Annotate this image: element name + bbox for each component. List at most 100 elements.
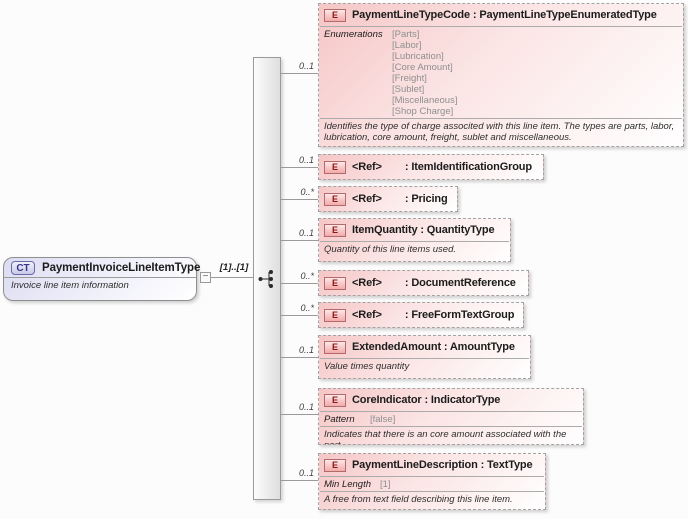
element-type: FreeFormTextGroup [411, 309, 515, 321]
element-name: <Ref> [352, 193, 382, 205]
element-title: ItemQuantity : QuantityType [352, 224, 495, 236]
colon: : [404, 277, 409, 289]
connector-line [281, 357, 318, 358]
element-box-pricing[interactable]: E <Ref> : Pricing + [318, 186, 458, 212]
element-header: E <Ref> : FreeFormTextGroup [319, 303, 523, 327]
complex-type-box[interactable]: CT PaymentInvoiceLineItemType Invoice li… [3, 257, 200, 301]
element-title: CoreIndicator : IndicatorType [352, 394, 500, 406]
element-title: PaymentLineTypeCode : PaymentLineTypeEnu… [352, 9, 657, 21]
connector-line [281, 283, 318, 284]
cardinality-label: 0..1 [298, 468, 314, 478]
element-header: E PaymentLineTypeCode : PaymentLineTypeE… [319, 4, 683, 26]
facet-value: [Shop Charge] [392, 106, 454, 117]
element-badge: E [324, 308, 346, 322]
cardinality-label: 0..* [300, 187, 314, 197]
element-badge: E [324, 340, 346, 354]
divider [320, 241, 509, 242]
element-badge: E [324, 223, 346, 237]
element-badge: E [324, 160, 346, 174]
cardinality-label: 0..1 [298, 61, 314, 71]
colon: : [424, 394, 428, 406]
element-title: ExtendedAmount : AmountType [352, 341, 515, 353]
element-header: E <Ref> : Pricing [319, 187, 457, 211]
connector-line [281, 315, 318, 316]
element-header: E ItemQuantity : QuantityType [319, 219, 510, 241]
element-title: <Ref> : Pricing [352, 193, 448, 205]
divider [320, 476, 544, 477]
colon: : [480, 459, 485, 471]
connector-line [281, 167, 318, 168]
connector-line [281, 480, 318, 481]
facet-value: [1] [380, 479, 391, 490]
divider [320, 358, 529, 359]
cardinality-label: 0..1 [298, 228, 314, 238]
element-type: Pricing [411, 193, 448, 205]
facet-label: Pattern [324, 414, 355, 425]
connector-line [281, 414, 318, 415]
element-title: <Ref> : FreeFormTextGroup [352, 309, 514, 321]
element-box-payment-line-description[interactable]: E PaymentLineDescription : TextType Min … [318, 453, 546, 510]
element-name: CoreIndicator [352, 394, 422, 406]
divider [320, 26, 682, 27]
element-title: <Ref> : ItemIdentificationGroup [352, 161, 532, 173]
facet-values: [Parts] [Labor] [Lubrication] [Core Amou… [392, 29, 457, 117]
connector-line [281, 73, 318, 74]
element-title: <Ref> : DocumentReference [352, 277, 516, 289]
element-annotation: Quantity of this line items used. [324, 244, 457, 255]
element-box-free-form-text-group[interactable]: E <Ref> : FreeFormTextGroup + [318, 302, 524, 328]
element-annotation: Indicates that there is an core amount a… [324, 429, 567, 444]
cardinality-label: 0..* [300, 303, 314, 313]
element-name: <Ref> [352, 309, 382, 321]
cardinality-label: 0..1 [298, 155, 314, 165]
element-header: E PaymentLineDescription : TextType [319, 454, 545, 476]
divider [320, 411, 582, 412]
facet-value: [Miscellaneous] [392, 95, 458, 106]
element-annotation: A free from text field describing this l… [324, 494, 513, 505]
complex-type-header: CT PaymentInvoiceLineItemType [4, 258, 200, 276]
sequence-bar [253, 57, 281, 500]
facet-label: Enumerations [324, 29, 383, 40]
element-name: PaymentLineTypeCode [352, 9, 470, 21]
element-annotation: Value times quantity [324, 361, 410, 372]
element-header: E ExtendedAmount : AmountType [319, 336, 530, 358]
divider [320, 491, 544, 492]
element-box-item-identification-group[interactable]: E <Ref> : ItemIdentificationGroup + [318, 154, 544, 180]
element-badge: E [324, 192, 346, 206]
facet-value: [Freight] [392, 73, 427, 84]
cardinality-label: 0..1 [298, 402, 314, 412]
enumerations-facet: Enumerations [Parts] [Labor] [Lubricatio… [319, 27, 683, 118]
colon: : [472, 9, 477, 21]
element-box-document-reference[interactable]: E <Ref> : DocumentReference + [318, 270, 529, 296]
sequence-icon[interactable] [257, 268, 277, 290]
facet-value: [false] [370, 414, 396, 425]
complex-type-badge: CT [11, 261, 35, 275]
element-name: ExtendedAmount [352, 341, 441, 353]
colon: : [443, 341, 448, 353]
element-header: E CoreIndicator : IndicatorType [319, 389, 583, 411]
root-cardinality-label: [1]..[1] [219, 262, 249, 273]
colon: : [404, 309, 409, 321]
cardinality-label: 0..* [300, 271, 314, 281]
element-type: IndicatorType [430, 394, 501, 406]
complex-type-annotation: Invoice line item information [11, 280, 129, 291]
element-box-payment-line-type-code[interactable]: E PaymentLineTypeCode : PaymentLineTypeE… [318, 3, 684, 147]
element-box-extended-amount[interactable]: E ExtendedAmount : AmountType Value time… [318, 335, 531, 379]
collapse-button[interactable]: − [200, 272, 211, 283]
divider [4, 277, 196, 278]
element-title: PaymentLineDescription : TextType [352, 459, 533, 471]
element-name: <Ref> [352, 161, 382, 173]
element-box-core-indicator[interactable]: E CoreIndicator : IndicatorType Pattern … [318, 388, 584, 445]
complex-type-name: PaymentInvoiceLineItemType [42, 262, 201, 274]
element-header: E <Ref> : ItemIdentificationGroup [319, 155, 543, 179]
colon: : [404, 161, 409, 173]
element-name: ItemQuantity [352, 224, 418, 236]
connector-line [281, 199, 318, 200]
facet-value: [Sublet] [392, 84, 425, 95]
element-name: <Ref> [352, 277, 382, 289]
element-type: AmountType [449, 341, 515, 353]
element-badge: E [324, 458, 346, 472]
element-type: PaymentLineTypeEnumeratedType [479, 9, 657, 21]
element-box-item-quantity[interactable]: E ItemQuantity : QuantityType Quantity o… [318, 218, 511, 262]
element-name: PaymentLineDescription [352, 459, 478, 471]
